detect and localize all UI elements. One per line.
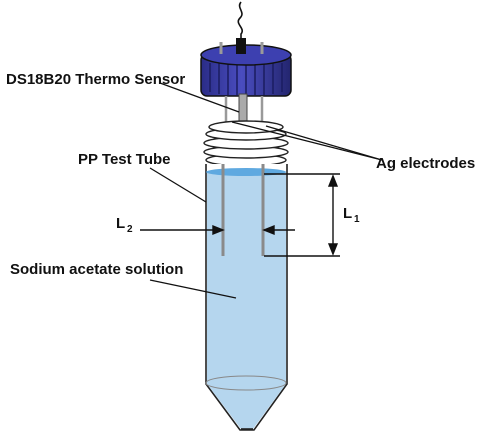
tube-rim [203, 120, 289, 167]
ag-electrodes [221, 164, 265, 256]
electrode-leader-a [231, 121, 383, 161]
tube-label: PP Test Tube [78, 151, 171, 168]
tube-cap [200, 38, 292, 97]
sensor-label: DS18B20 Thermo Sensor [6, 71, 185, 88]
tube-leader [149, 167, 207, 203]
solution-surface [206, 168, 286, 176]
l1-dimension [264, 173, 340, 257]
sensor-plug [236, 38, 246, 54]
l1-subscript: 1 [354, 214, 360, 225]
solution-label: Sodium acetate solution [10, 261, 183, 278]
l1-label: L [343, 205, 352, 222]
electrodes-label: Ag electrodes [376, 155, 475, 172]
l2-label: L [116, 215, 125, 232]
electrode-leader-b [265, 125, 383, 161]
l2-dimension [140, 224, 295, 236]
sensor-leader [159, 82, 240, 113]
solution [207, 172, 286, 429]
l2-subscript: 2 [127, 224, 133, 235]
sensor-wire [237, 1, 243, 44]
solution-leader [149, 279, 237, 299]
